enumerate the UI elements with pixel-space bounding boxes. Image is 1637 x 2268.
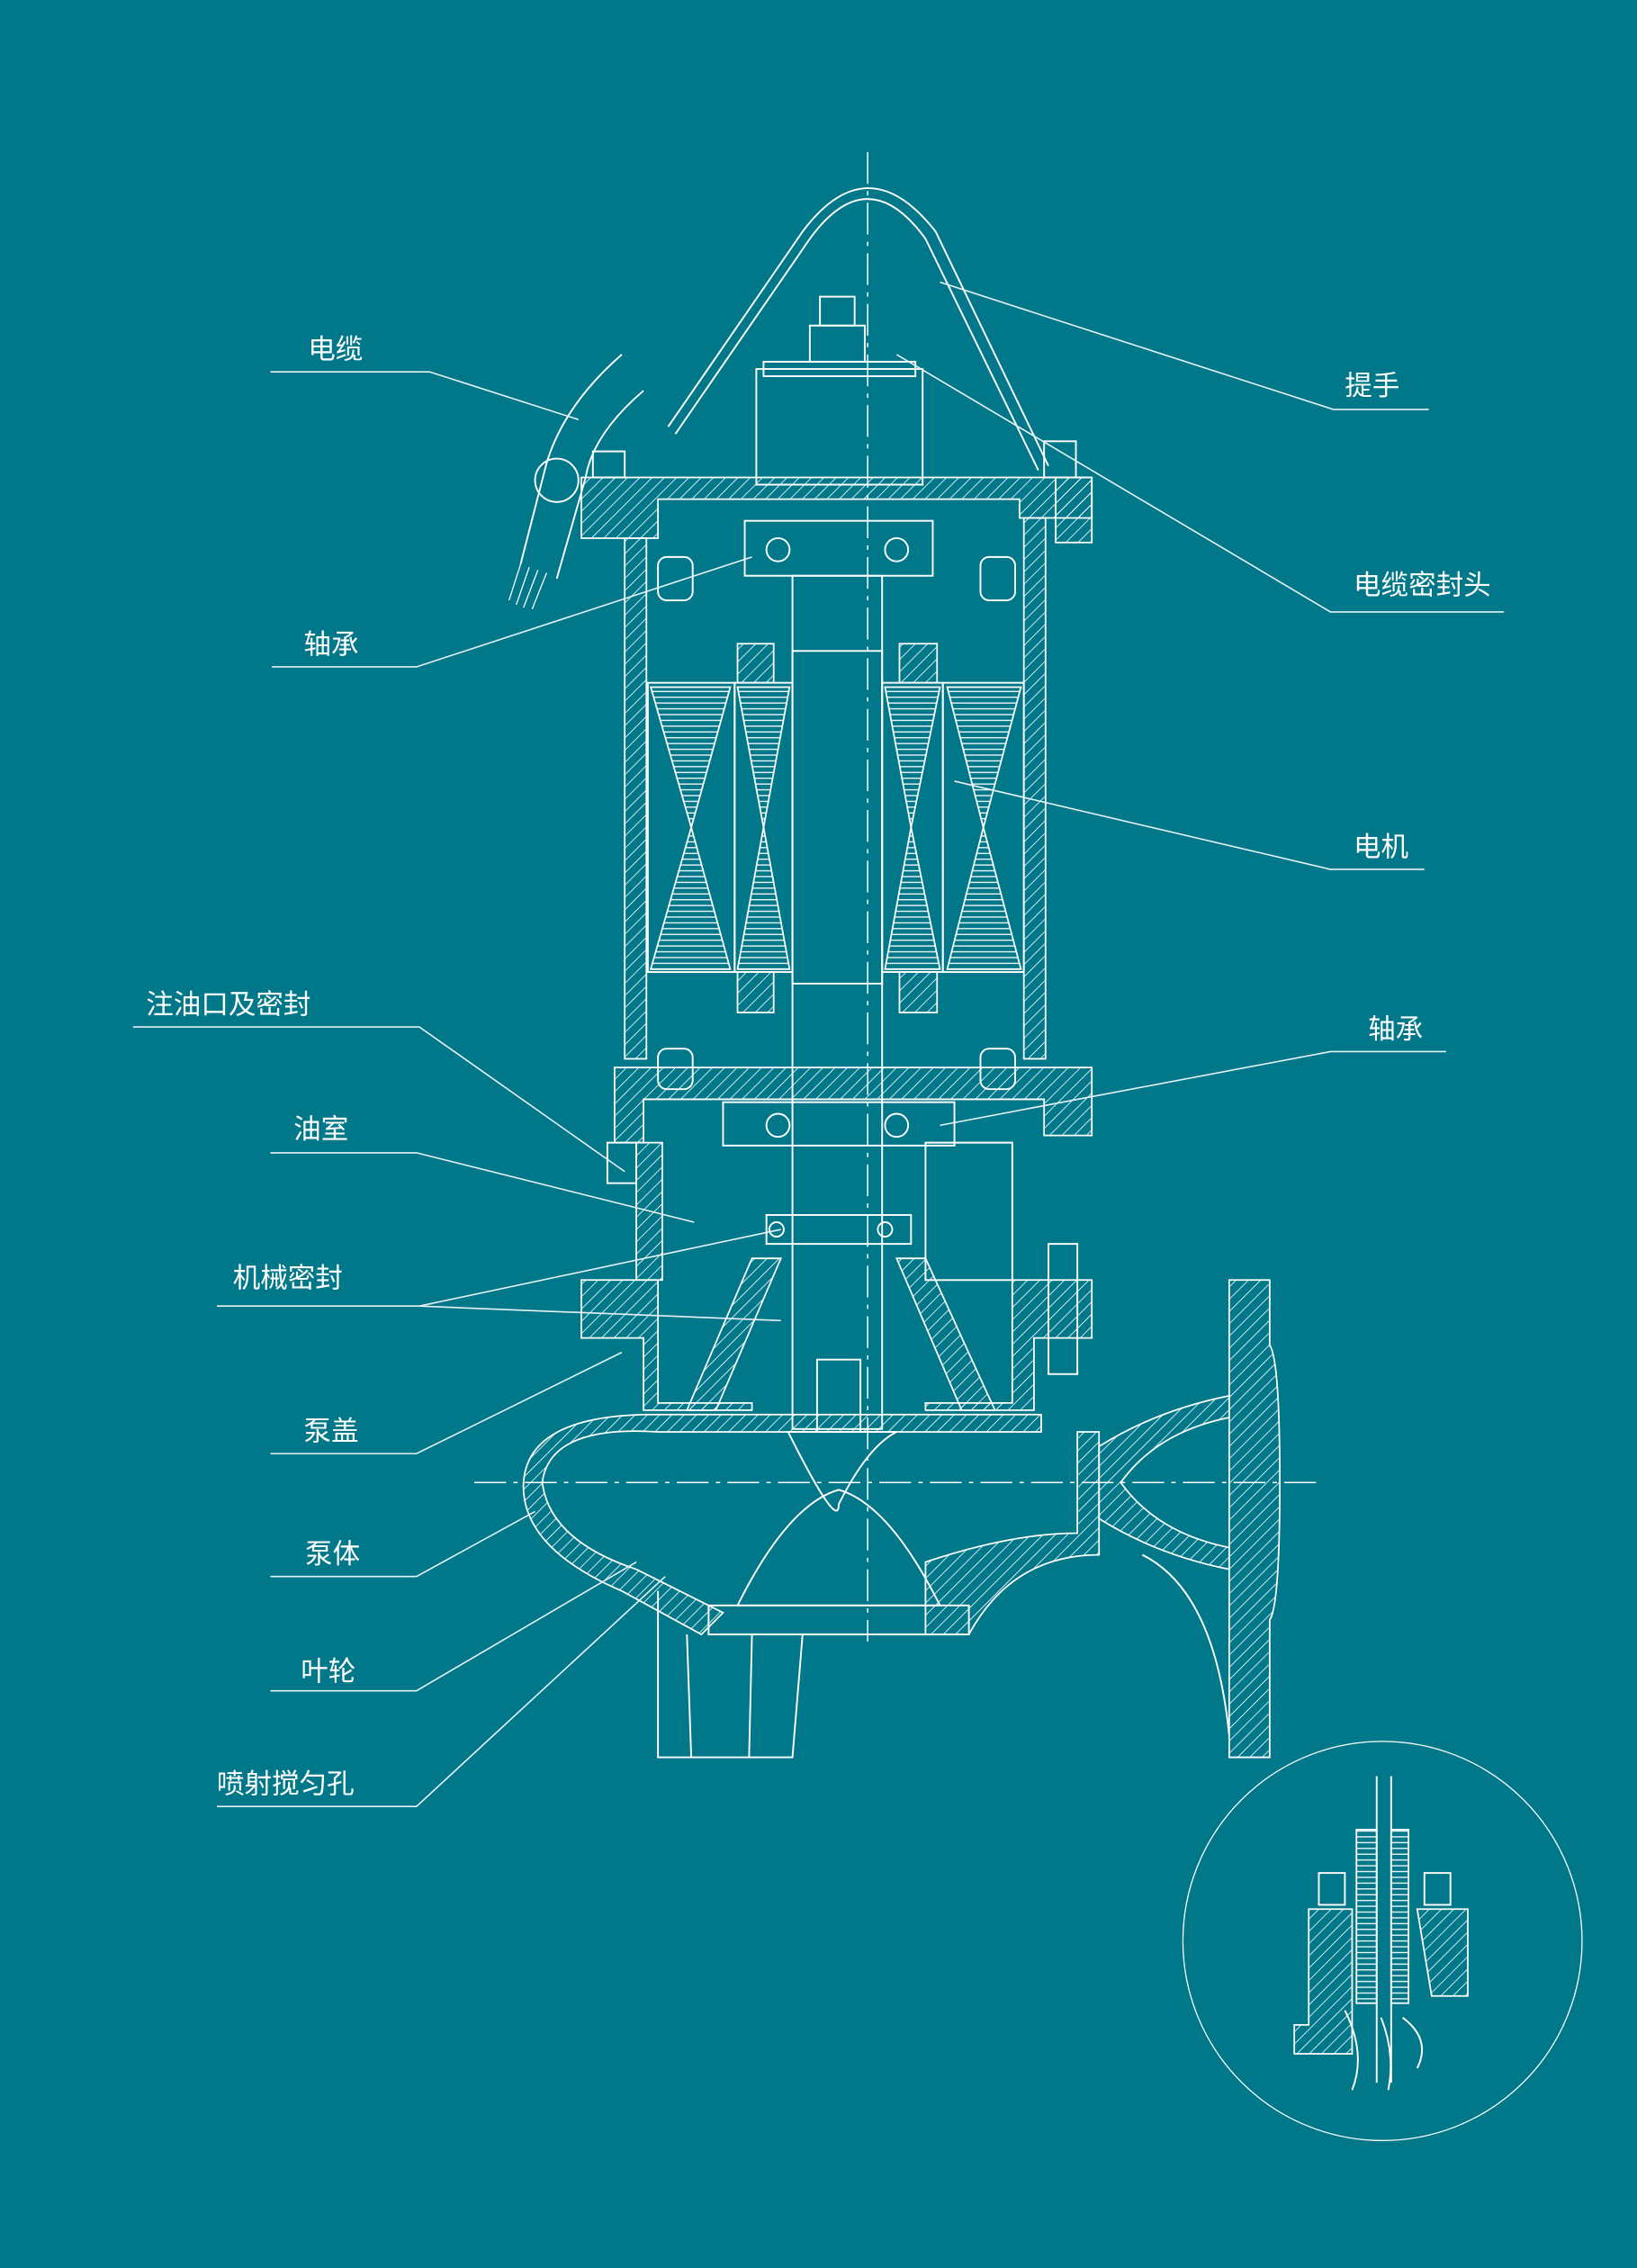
svg-text:泵体: 泵体 (305, 1539, 360, 1570)
cable-seal-head (755, 367, 924, 486)
pump-cover-left (580, 1279, 753, 1411)
label-bearing-upper: 轴承 (272, 556, 752, 668)
impeller (735, 1489, 942, 1606)
mechanical-seal-detail-inset (1182, 1741, 1583, 2142)
svg-text:提手: 提手 (1345, 371, 1399, 402)
pump-body-right (924, 1431, 1101, 1635)
label-mechanical-seal: 机械密封 (217, 1228, 781, 1322)
lower-bearing (722, 1101, 956, 1147)
svg-text:叶轮: 叶轮 (301, 1656, 355, 1688)
svg-text:电机: 电机 (1354, 832, 1408, 863)
label-cable: 电缆 (270, 335, 580, 420)
label-oil-chamber: 油室 (270, 1114, 695, 1223)
svg-text:泵盖: 泵盖 (303, 1417, 358, 1448)
label-bearing-lower: 轴承 (940, 1014, 1446, 1127)
impeller-hub (787, 1431, 897, 1512)
svg-text:油室: 油室 (293, 1114, 348, 1146)
shaft (791, 574, 884, 1430)
outlet-flange (1228, 1279, 1281, 1759)
svg-text:轴承: 轴承 (303, 630, 358, 662)
lower-bearing-housing (614, 1066, 1093, 1144)
pump-body-volute (522, 1413, 1042, 1636)
label-oil-filler-and-seal: 注油口及密封 (132, 990, 625, 1173)
cable (519, 354, 623, 565)
label-pump-body: 泵体 (270, 1510, 535, 1578)
svg-text:机械密封: 机械密封 (233, 1263, 343, 1294)
mechanical-seal (765, 1214, 913, 1246)
svg-text:电缆: 电缆 (308, 335, 363, 366)
label-impeller: 叶轮 (270, 1561, 637, 1692)
svg-text:轴承: 轴承 (1368, 1014, 1423, 1046)
label-pump-cover: 泵盖 (270, 1351, 623, 1454)
svg-text:注油口及密封: 注油口及密封 (146, 990, 310, 1022)
upper-bearing (743, 519, 934, 577)
label-handle: 提手 (940, 281, 1429, 410)
motor-stator (646, 555, 1025, 1091)
svg-text:喷射搅匀孔: 喷射搅匀孔 (217, 1769, 355, 1801)
label-jet-mixing-hole: 喷射搅匀孔 (217, 1576, 666, 1808)
motor-housing-right (1022, 517, 1047, 1060)
top-cover (580, 476, 1093, 539)
handle (674, 198, 1039, 471)
label-motor: 电机 (954, 780, 1425, 870)
motor-housing-left (624, 537, 648, 1060)
discharge-elbow (1098, 1394, 1230, 1570)
label-cable-seal-head: 电缆密封头 (895, 354, 1505, 613)
svg-text:电缆密封头: 电缆密封头 (1354, 571, 1491, 602)
